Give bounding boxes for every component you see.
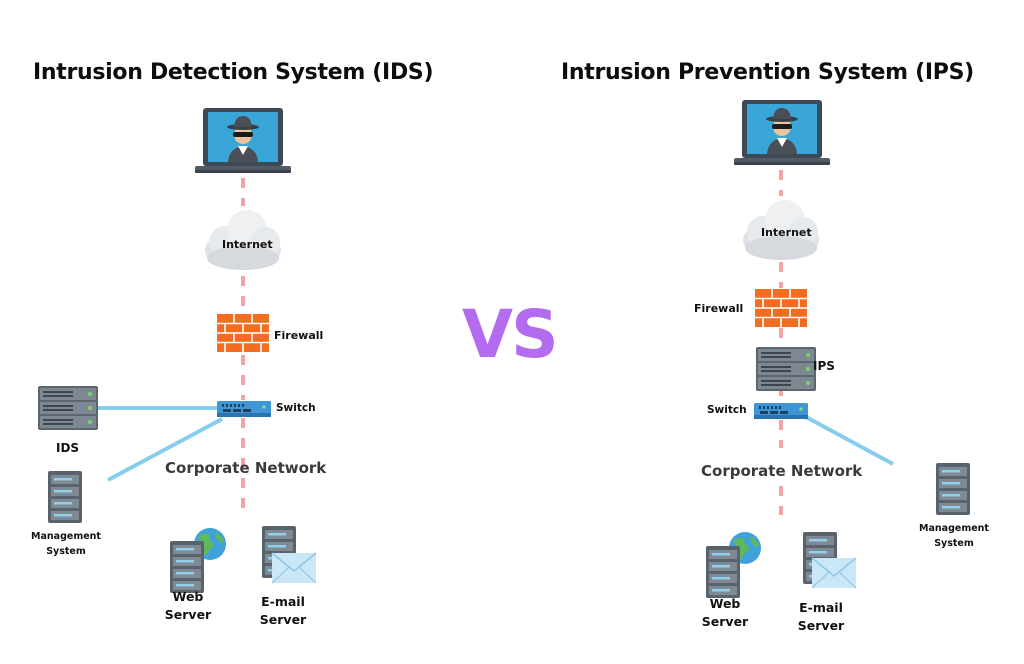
firewall-icon — [216, 313, 270, 353]
right-email-line2: Server — [797, 618, 845, 633]
left-management-line1: Management — [31, 531, 101, 542]
switch-icon — [217, 401, 271, 417]
management-server-icon — [48, 471, 82, 523]
ips-title: Intrusion Prevention System (IPS) — [561, 60, 974, 85]
right-web-line2: Server — [701, 614, 749, 629]
firewall-icon — [754, 288, 808, 328]
hacker-laptop-icon — [195, 108, 291, 173]
left-email-label: E-mail Server — [254, 593, 312, 629]
ids-diagram — [38, 108, 317, 593]
left-management-line2: System — [46, 546, 86, 557]
envelope-icon — [271, 552, 317, 584]
left-email-line1: E-mail — [261, 594, 305, 609]
right-management-label: Management System — [915, 521, 993, 551]
left-email-line2: Server — [259, 612, 307, 627]
left-management-link — [107, 417, 223, 482]
right-email-label: E-mail Server — [792, 599, 850, 635]
left-web-line1: Web — [172, 589, 204, 604]
right-management-link — [805, 415, 894, 466]
right-email-line1: E-mail — [799, 600, 843, 615]
right-management-line2: System — [934, 538, 974, 549]
vs-label: VS — [462, 296, 559, 373]
web-server-icon — [170, 541, 204, 593]
left-ids-label: IDS — [56, 441, 80, 455]
right-internet-label: Internet — [761, 226, 812, 239]
left-management-label: Management System — [28, 529, 104, 559]
switch-icon — [754, 403, 808, 419]
ids-server-rack-icon — [38, 386, 98, 430]
ips-diagram — [706, 100, 970, 598]
right-switch-label: Switch — [707, 404, 747, 416]
web-server-icon — [706, 546, 740, 598]
hacker-laptop-icon — [734, 100, 830, 165]
right-network-label: Corporate Network — [701, 462, 863, 480]
left-firewall-label: Firewall — [274, 329, 324, 342]
left-web-label: Web Server — [160, 588, 216, 624]
management-server-icon — [936, 463, 970, 515]
right-ips-label: IPS — [813, 359, 835, 373]
left-internet-label: Internet — [222, 238, 273, 251]
left-switch-label: Switch — [276, 402, 316, 414]
right-management-line1: Management — [919, 523, 989, 534]
ips-server-rack-icon — [756, 347, 816, 391]
right-web-label: Web Server — [697, 595, 753, 631]
ids-title: Intrusion Detection System (IDS) — [33, 60, 434, 85]
envelope-icon — [811, 557, 857, 589]
right-web-line1: Web — [709, 596, 741, 611]
right-firewall-label: Firewall — [694, 302, 744, 315]
left-network-label: Corporate Network — [165, 459, 327, 477]
left-web-line2: Server — [164, 607, 212, 622]
